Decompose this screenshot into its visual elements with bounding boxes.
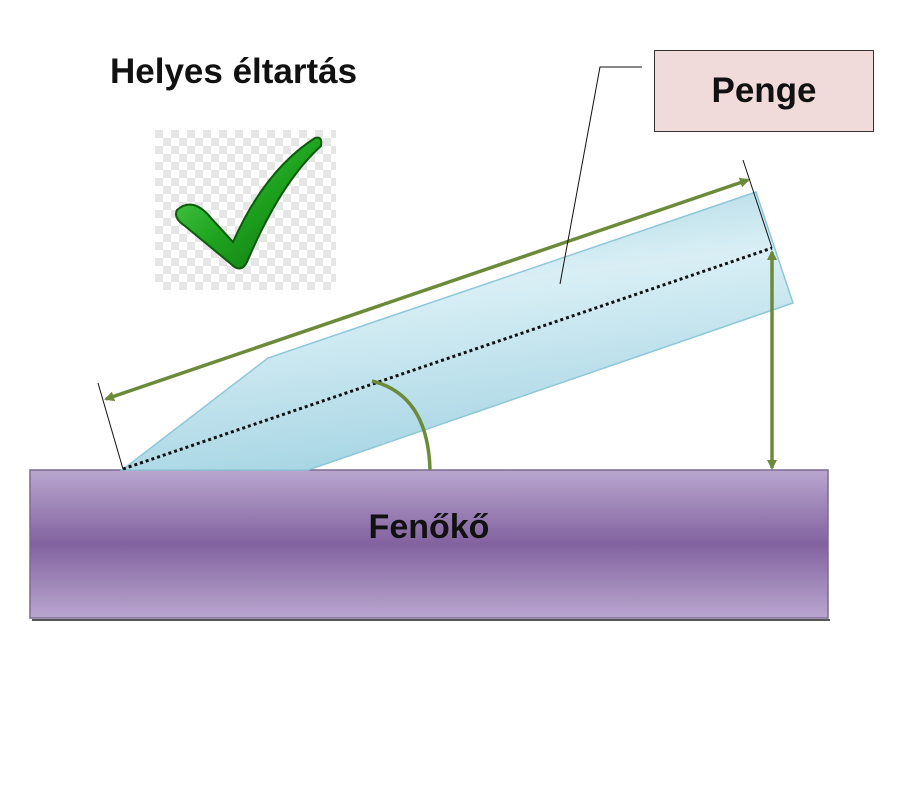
checkmark-area — [155, 130, 336, 290]
blade-label-leader — [559, 66, 642, 285]
extension-line-left — [97, 382, 124, 470]
blade-label-box-bg — [654, 50, 874, 132]
blade-length-arrow — [104, 177, 750, 402]
page-title: Helyes éltartás — [110, 52, 358, 91]
extension-line-right — [742, 159, 773, 249]
sharpening-stone — [29, 469, 829, 619]
checkmark-icon — [155, 130, 336, 290]
blade-label: Penge — [654, 50, 874, 132]
stone-label: Fenőkő — [368, 508, 490, 546]
